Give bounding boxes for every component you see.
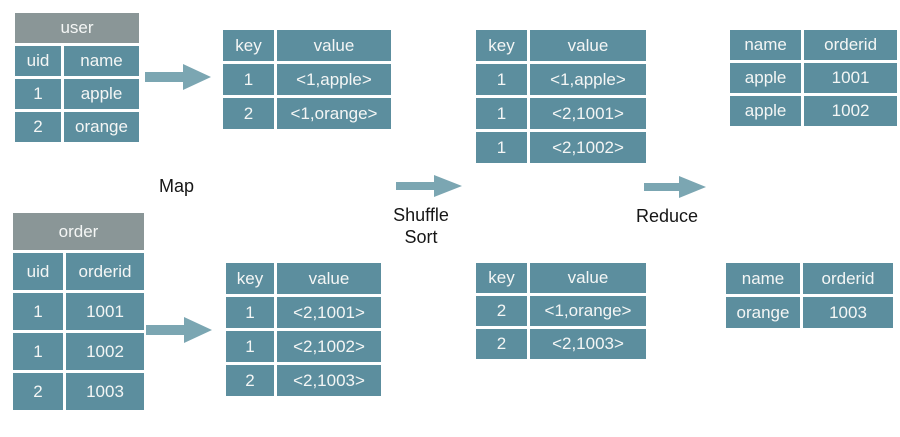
column-header: key: [223, 30, 274, 61]
table-cell: <2,1003>: [530, 329, 646, 359]
arrow-right-icon: [644, 176, 706, 198]
shuffle-sort-key1-table: key value 1 <1,apple> 1 <2,1001> 1 <2,10…: [473, 27, 649, 166]
table-cell: 2: [476, 296, 527, 326]
table-title: user: [15, 13, 139, 43]
table-cell: <2,1003>: [277, 365, 381, 396]
shuffle-sort-key2-table: key value 2 <1,orange> 2 <2,1003>: [473, 260, 649, 362]
arrow-right-icon: [396, 175, 462, 197]
column-header: value: [277, 263, 381, 294]
table-cell: <2,1002>: [530, 132, 646, 163]
column-header: name: [726, 263, 800, 294]
table-cell: 1: [13, 333, 63, 370]
table-cell: apple: [730, 96, 802, 126]
table-cell: 1001: [66, 293, 144, 330]
arrow-right-icon: [145, 64, 211, 90]
sort-label: Sort: [404, 227, 438, 247]
table-cell: 2: [223, 98, 274, 129]
table-cell: 1003: [66, 373, 144, 410]
reduce-phase-label: Reduce: [636, 206, 699, 226]
table-cell: <1,apple>: [530, 64, 646, 95]
table-cell: 2: [15, 112, 61, 142]
column-header: name: [64, 46, 139, 76]
table-cell: 1003: [803, 297, 893, 328]
table-cell: 1: [226, 331, 274, 362]
column-header: key: [476, 263, 527, 293]
table-cell: 1: [226, 297, 274, 328]
table-cell: 1: [476, 98, 527, 129]
table-cell: <1,apple>: [277, 64, 391, 95]
column-header: orderid: [803, 263, 893, 294]
table-cell: 1002: [804, 96, 897, 126]
table-cell: 2: [13, 373, 63, 410]
table-cell: <2,1001>: [277, 297, 381, 328]
table-cell: <2,1001>: [530, 98, 646, 129]
table-cell: 1: [223, 64, 274, 95]
reduce-output-key1-table: name orderid apple 1001 apple 1002: [727, 27, 900, 129]
table-cell: 1002: [66, 333, 144, 370]
table-cell: 1: [13, 293, 63, 330]
table-cell: 1: [15, 79, 61, 109]
column-header: name: [730, 30, 802, 60]
table-cell: apple: [730, 63, 802, 93]
column-header: value: [277, 30, 391, 61]
table-cell: <1,orange>: [277, 98, 391, 129]
table-cell: 1: [476, 132, 527, 163]
table-cell: <2,1002>: [277, 331, 381, 362]
column-header: orderid: [804, 30, 897, 60]
table-title: order: [13, 213, 144, 250]
column-header: orderid: [66, 253, 144, 290]
table-cell: orange: [726, 297, 800, 328]
map-output-order-table: key value 1 <2,1001> 1 <2,1002> 2 <2,100…: [223, 260, 384, 399]
column-header: key: [226, 263, 274, 294]
column-header: uid: [15, 46, 61, 76]
shuffle-label: Shuffle: [393, 205, 449, 225]
column-header: key: [476, 30, 527, 61]
arrow-right-icon: [146, 317, 212, 343]
table-cell: 1001: [804, 63, 897, 93]
order-table: order uid orderid 1 1001 1 1002 2 1003: [10, 210, 147, 413]
map-output-user-table: key value 1 <1,apple> 2 <1,orange>: [220, 27, 394, 132]
column-header: value: [530, 263, 646, 293]
reduce-output-key2-table: name orderid orange 1003: [723, 260, 896, 331]
column-header: uid: [13, 253, 63, 290]
map-phase-label: Map: [159, 176, 195, 196]
table-cell: 2: [476, 329, 527, 359]
user-table: user uid name 1 apple 2 orange: [12, 10, 142, 145]
column-header: value: [530, 30, 646, 61]
table-cell: 2: [226, 365, 274, 396]
table-cell: 1: [476, 64, 527, 95]
shuffle-sort-phase-label: Shuffle Sort: [378, 204, 464, 248]
table-cell: apple: [64, 79, 139, 109]
table-cell: <1,orange>: [530, 296, 646, 326]
table-cell: orange: [64, 112, 139, 142]
